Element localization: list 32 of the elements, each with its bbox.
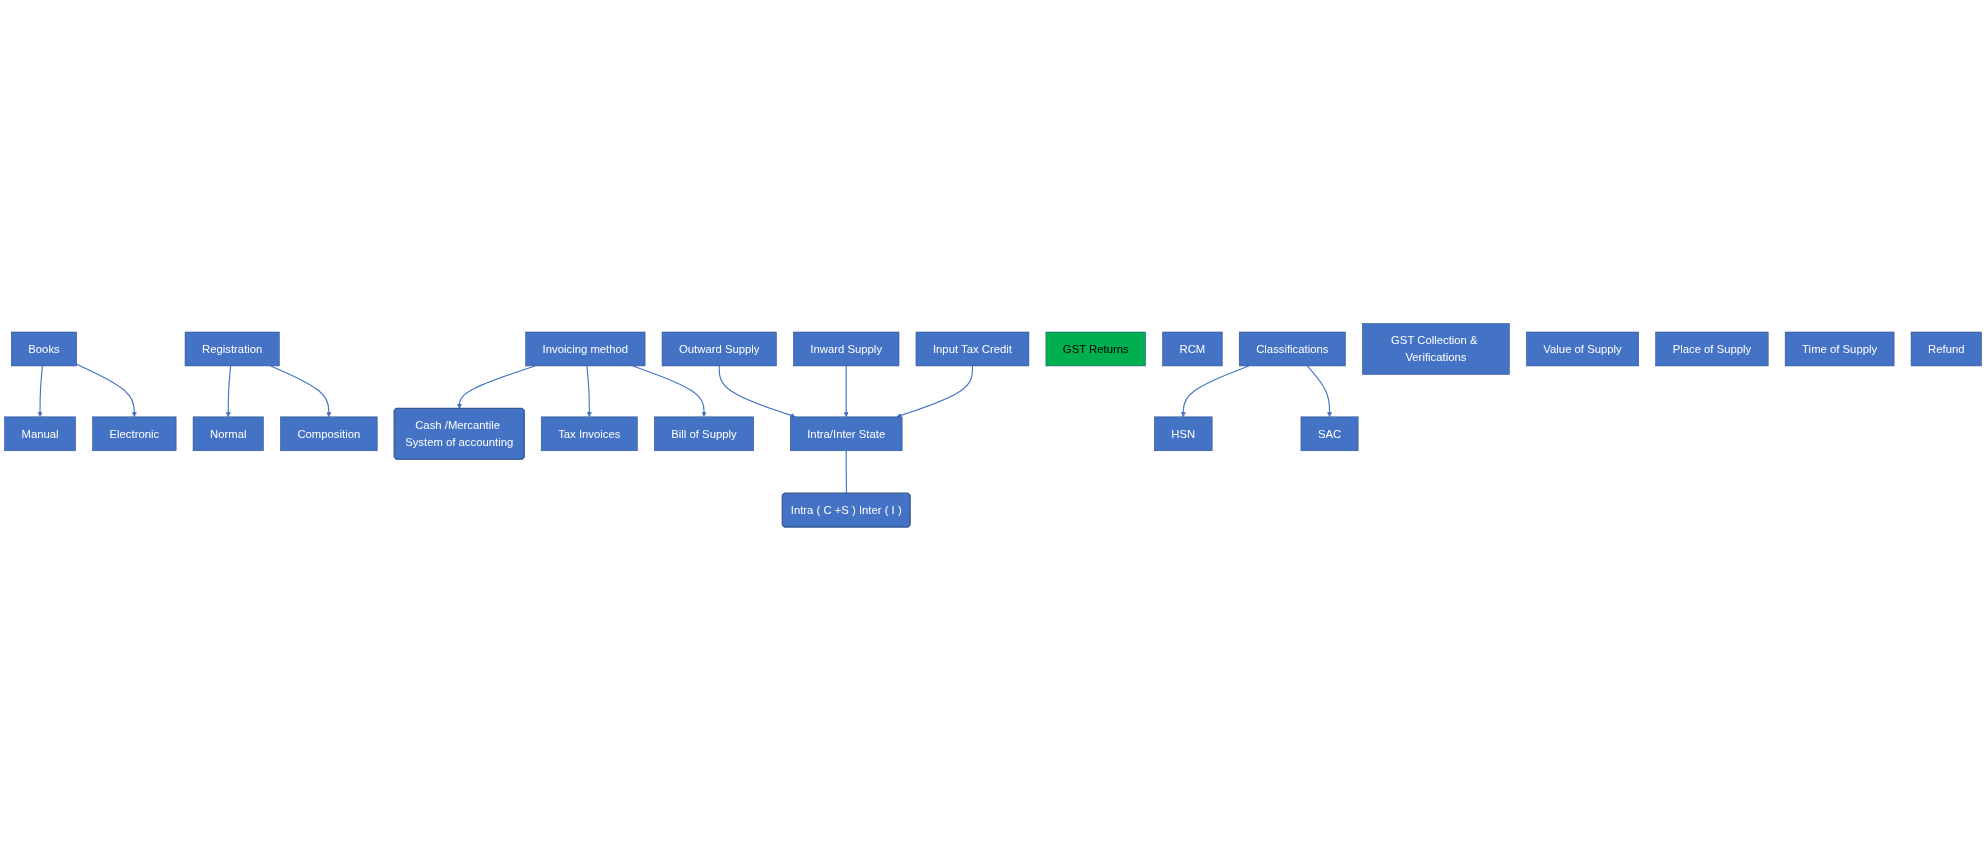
node-box: Registration	[184, 331, 280, 367]
node-box: Intra/Inter State	[789, 416, 903, 452]
node-box: Composition	[280, 416, 378, 452]
node-box: Normal	[192, 416, 264, 452]
arrow	[1306, 365, 1333, 418]
node-box: RCM	[1162, 331, 1223, 367]
node-box: SAC	[1300, 416, 1359, 452]
connector	[845, 450, 848, 495]
arrow	[843, 365, 849, 418]
arrow	[76, 363, 137, 418]
arrow	[896, 365, 973, 418]
node-box: Tax Invoices	[540, 416, 638, 452]
node-box: GST Returns	[1045, 331, 1146, 367]
node-box: Value of Supply	[1526, 331, 1639, 367]
node-box: Classifications	[1238, 331, 1346, 367]
node-box: Invoicing method	[525, 331, 646, 367]
node-box: Place of Supply	[1655, 331, 1769, 367]
arrow	[37, 365, 43, 418]
node-box: Refund	[1910, 331, 1982, 367]
arrow	[718, 365, 796, 418]
node-box: Electronic	[92, 416, 177, 452]
node-box: Outward Supply	[661, 331, 777, 367]
node-box: Inward Supply	[793, 331, 900, 367]
arrow	[586, 365, 592, 418]
node-box: Manual	[4, 416, 76, 452]
node-box: Bill of Supply	[654, 416, 754, 452]
node-box: Time of Supply	[1784, 331, 1895, 367]
node-box: HSN	[1154, 416, 1213, 452]
arrow	[225, 365, 232, 418]
node-box: Input Tax Credit	[915, 331, 1030, 367]
node-box: GST Collection & Verifications	[1362, 323, 1510, 375]
node-box: Books	[11, 331, 77, 367]
